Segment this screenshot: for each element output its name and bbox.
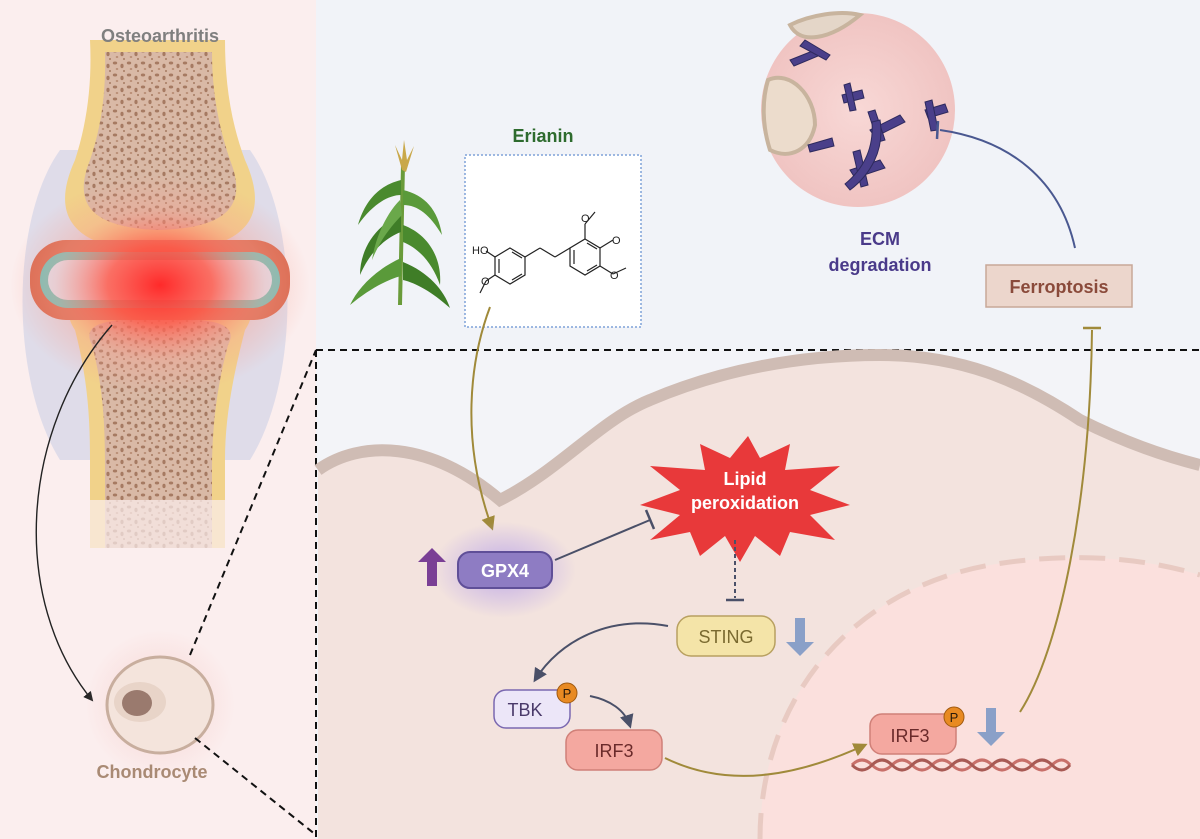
tbk-to-irf3-arrow bbox=[589, 695, 634, 729]
tbk-label: TBK bbox=[507, 700, 542, 720]
atom-label-o-1: O bbox=[481, 276, 490, 288]
osteoarthritis-label: Osteoarthritis bbox=[101, 26, 219, 46]
ecm-label-line2: degradation bbox=[828, 255, 931, 275]
chondrocyte-label: Chondrocyte bbox=[96, 762, 207, 782]
zoom-line-bottom bbox=[194, 737, 317, 836]
inhibit-lipid-bar bbox=[644, 509, 656, 530]
irf3-cyto-label: IRF3 bbox=[594, 741, 633, 761]
irf3-phospho-label: P bbox=[950, 710, 959, 725]
atom-label-o-2: O bbox=[581, 213, 590, 225]
sting-label: STING bbox=[698, 627, 753, 647]
up-arrow-icon bbox=[418, 548, 446, 586]
gpx4-box bbox=[457, 551, 553, 589]
lipid-label-line1: Lipid bbox=[724, 469, 767, 489]
tbk-phospho-badge bbox=[556, 682, 578, 704]
tbk-phospho-label: P bbox=[563, 686, 572, 701]
erianin-title: Erianin bbox=[512, 126, 573, 146]
knee-joint-illustration bbox=[10, 40, 310, 550]
ecm-degradation-illustration bbox=[761, 11, 955, 207]
dna-helix bbox=[850, 758, 1072, 772]
erianin-structure bbox=[479, 211, 627, 294]
down-arrow-icon bbox=[786, 618, 814, 656]
inhibit-ecm-bar bbox=[935, 120, 940, 140]
erianin-to-gpx4-arrow bbox=[470, 306, 495, 531]
ferroptosis-label: Ferroptosis bbox=[1009, 277, 1108, 297]
inhibit-ecm-line bbox=[939, 129, 1076, 249]
zoom-arrow bbox=[35, 324, 113, 702]
irf3-nuc-label: IRF3 bbox=[890, 726, 929, 746]
down-arrow-icon-2 bbox=[977, 708, 1005, 746]
atom-label-o-4: O bbox=[610, 270, 619, 282]
ecm-label-line1: ECM bbox=[860, 229, 900, 249]
irf3-translocation-arrow bbox=[664, 743, 868, 777]
inhibit-lipid-line bbox=[554, 519, 651, 561]
atom-label-ho: HO bbox=[472, 245, 489, 257]
irf3-phospho-badge bbox=[943, 706, 965, 728]
inhibit-ferroptosis-line bbox=[1019, 329, 1093, 713]
ferroptosis-box bbox=[985, 264, 1133, 308]
irf3-nuc-box bbox=[869, 713, 957, 755]
gpx4-label: GPX4 bbox=[481, 561, 529, 581]
sting-box bbox=[676, 615, 776, 657]
atom-label-o-3: O bbox=[612, 235, 621, 247]
plant-icon bbox=[350, 140, 450, 308]
lipid-label-line2: peroxidation bbox=[691, 493, 799, 513]
lipid-peroxidation-burst bbox=[640, 436, 850, 562]
irf3-cyto-box bbox=[565, 729, 663, 771]
erianin-atom-labels: HO O O O O bbox=[472, 213, 621, 288]
chondrocyte-cell bbox=[85, 630, 235, 780]
sting-to-tbk-arrow bbox=[533, 622, 669, 683]
tbk-box bbox=[493, 689, 571, 729]
